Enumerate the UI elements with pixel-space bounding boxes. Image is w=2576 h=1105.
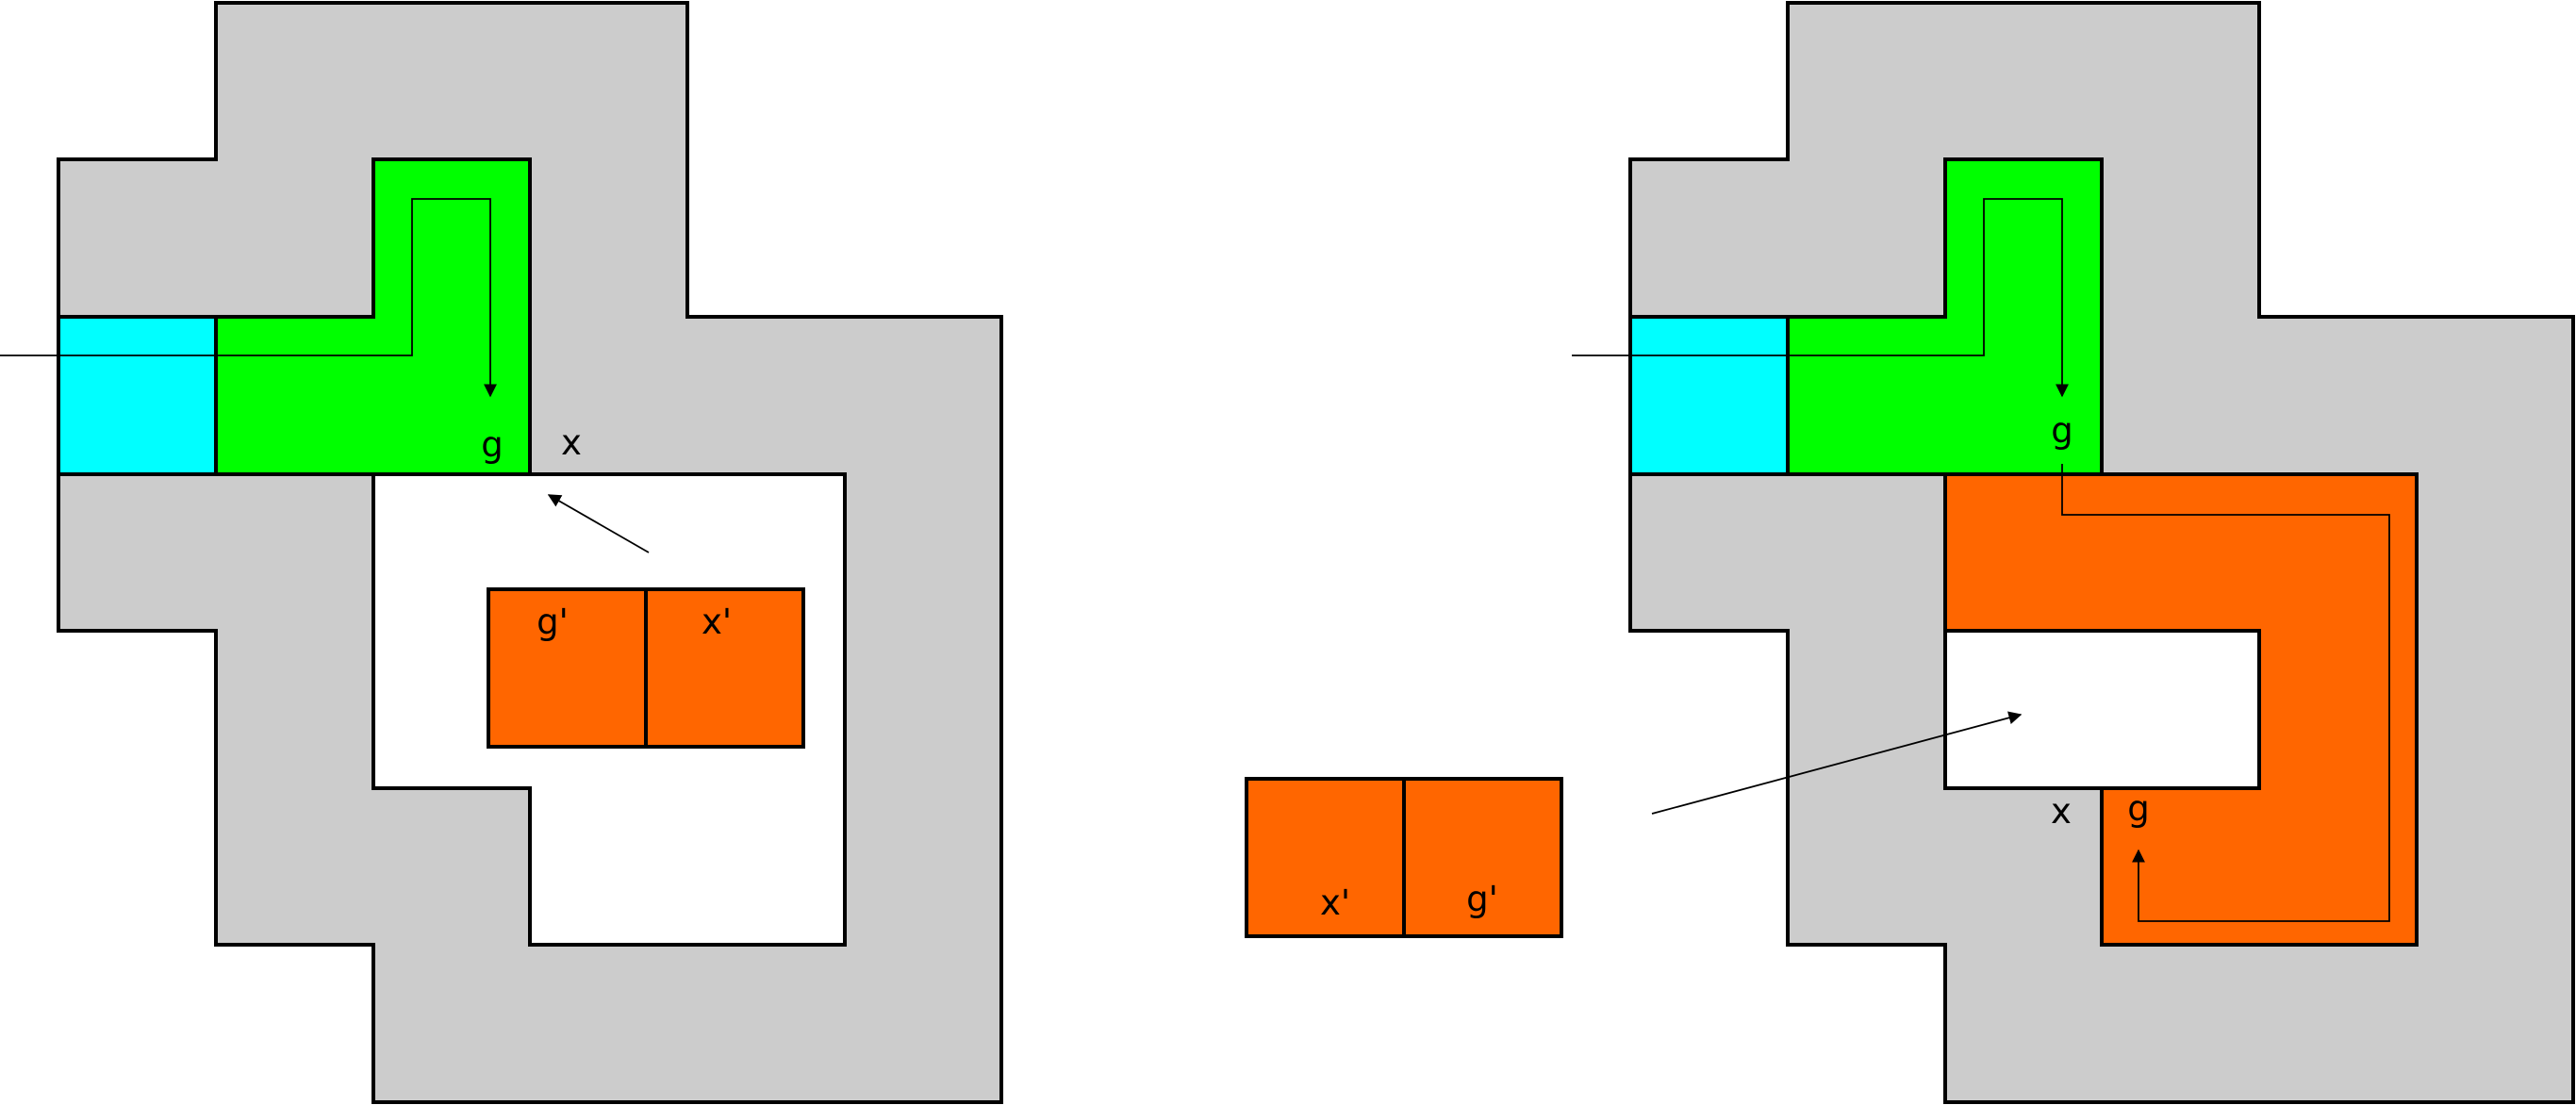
left-piece-label-x: x'	[702, 602, 732, 642]
right-label-x: x	[2051, 791, 2072, 832]
left-panel: g x g' x'	[0, 1, 1003, 1104]
left-piece-g-cell	[487, 587, 648, 749]
right-panel: g x g	[1572, 1, 2575, 1104]
right-start-cell	[1628, 315, 1790, 476]
detached-piece-g-cell	[1402, 777, 1563, 938]
right-piece-path-line	[2061, 464, 2390, 922]
left-path-line	[0, 198, 497, 398]
right-hole-region	[1943, 629, 2261, 790]
right-label-g-bottom: g	[2127, 788, 2150, 829]
left-piece-label-g: g'	[537, 602, 569, 642]
left-label-g: g	[481, 424, 504, 465]
right-label-g-top: g	[2051, 410, 2073, 451]
left-label-x: x	[561, 422, 582, 463]
left-piece-x-cell	[644, 587, 805, 749]
right-path-region	[1786, 157, 2104, 476]
detached-piece-label-g: g'	[1466, 879, 1498, 919]
right-move-arrow	[1651, 711, 2023, 815]
left-move-arrow	[547, 494, 650, 553]
detached-piece: x' g'	[1245, 777, 1563, 938]
right-path-line	[1572, 198, 2069, 398]
detached-piece-label-x: x'	[1320, 882, 1350, 923]
left-start-cell	[57, 315, 218, 476]
left-path-region	[214, 157, 532, 476]
detached-piece-x-cell	[1245, 777, 1406, 938]
right-piece-region	[1943, 472, 2419, 947]
